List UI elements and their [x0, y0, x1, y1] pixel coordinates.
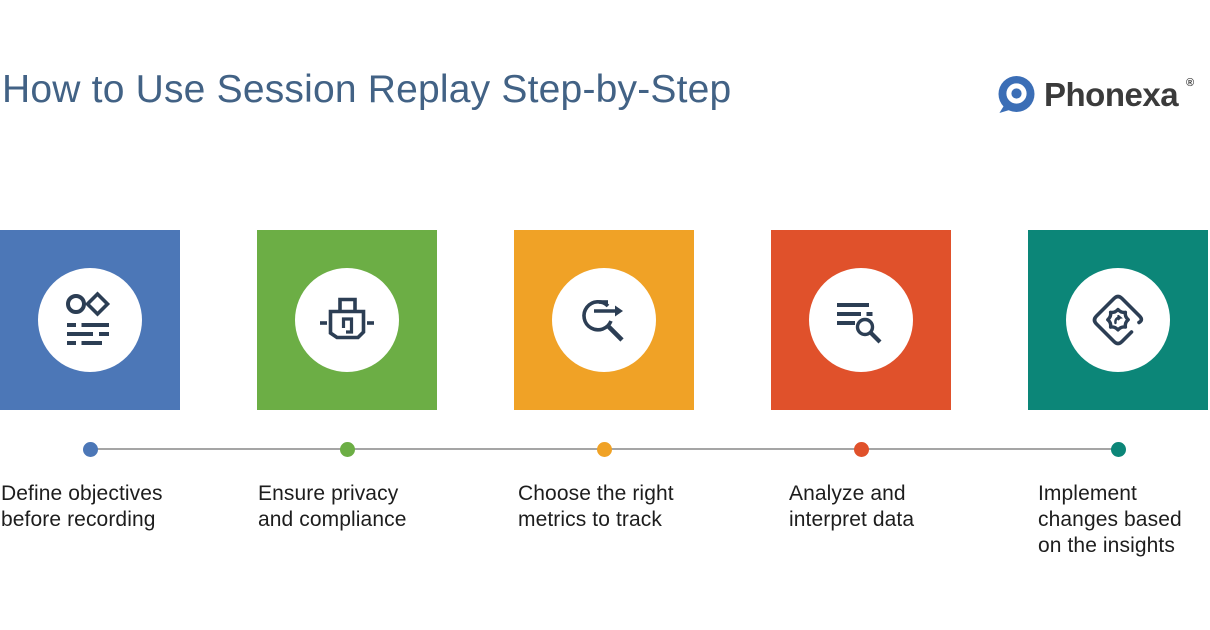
phonexa-logo: Phonexa ®	[996, 75, 1194, 114]
logo-registered-mark: ®	[1186, 77, 1195, 89]
phonexa-bubble-pin-icon	[998, 76, 1035, 113]
metrics-magnifier-arrow-icon	[582, 300, 624, 342]
timeline-dot-1	[82, 441, 98, 457]
icon-circle-2	[295, 268, 399, 372]
implement-badge-icon	[1092, 294, 1144, 346]
timeline-dot-5	[1110, 441, 1126, 457]
step-label-1: Define objectives before recording	[1, 482, 163, 531]
analyze-list-magnifier-icon	[837, 303, 882, 344]
icon-circle-1	[38, 268, 142, 372]
timeline-dot-4	[853, 441, 869, 457]
step-square-1	[0, 230, 180, 410]
step-label-2: Ensure privacy and compliance	[258, 482, 407, 531]
step-square-4	[771, 230, 951, 410]
page-title: How to Use Session Replay Step-by-Step	[2, 68, 732, 111]
icon-circle-4	[809, 268, 913, 372]
timeline-dot-2	[339, 441, 355, 457]
privacy-lock-icon	[320, 297, 374, 340]
step-square-3	[514, 230, 694, 410]
logo-text: Phonexa	[1044, 76, 1179, 113]
step-label-5: Implement changes based on the insights	[1038, 482, 1182, 557]
timeline-dot-3	[596, 441, 612, 457]
step-square-2	[257, 230, 437, 410]
icon-circle-3	[552, 268, 656, 372]
step-label-4: Analyze and interpret data	[789, 482, 915, 531]
step-label-3: Choose the right metrics to track	[518, 482, 674, 531]
step-square-5	[1028, 230, 1208, 410]
objectives-list-icon	[66, 291, 111, 345]
icon-circle-5	[1066, 268, 1170, 372]
